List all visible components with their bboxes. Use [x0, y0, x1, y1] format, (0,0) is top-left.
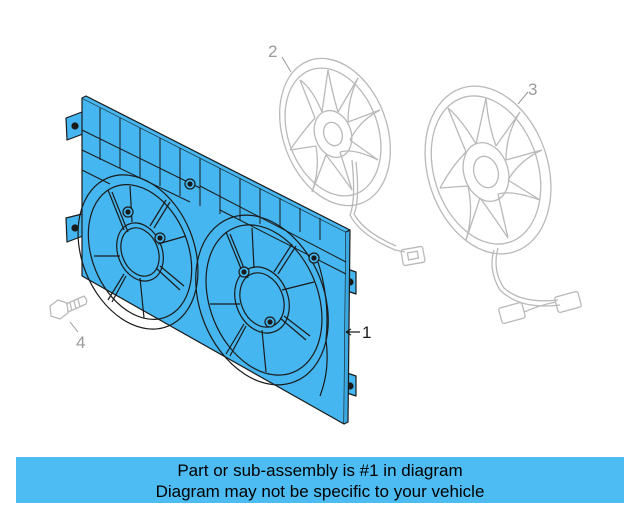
- fan-shroud-assembly-1[interactable]: [56, 95, 357, 425]
- banner-line-disclaimer: Diagram may not be specific to your vehi…: [155, 482, 485, 501]
- callout-4-leader: [69, 321, 79, 333]
- callout-2-label: 2: [268, 42, 277, 61]
- parts-diagram: 2 3 4: [49, 42, 582, 425]
- banner-line-part-number: Part or sub-assembly is #1 in diagram: [177, 461, 463, 480]
- callout-3-label: 3: [528, 80, 537, 99]
- callout-4-label: 4: [76, 333, 85, 352]
- fan-motor-2[interactable]: [260, 43, 426, 267]
- info-banner: Part or sub-assembly is #1 in diagram Di…: [16, 457, 624, 503]
- fan-motor-3[interactable]: [404, 70, 582, 325]
- bolt-4[interactable]: [49, 295, 88, 320]
- callout-1-leader: [345, 328, 360, 336]
- callout-2-leader: [281, 56, 292, 73]
- callout-1-label: 1: [362, 323, 371, 342]
- callout-3-leader: [517, 91, 529, 105]
